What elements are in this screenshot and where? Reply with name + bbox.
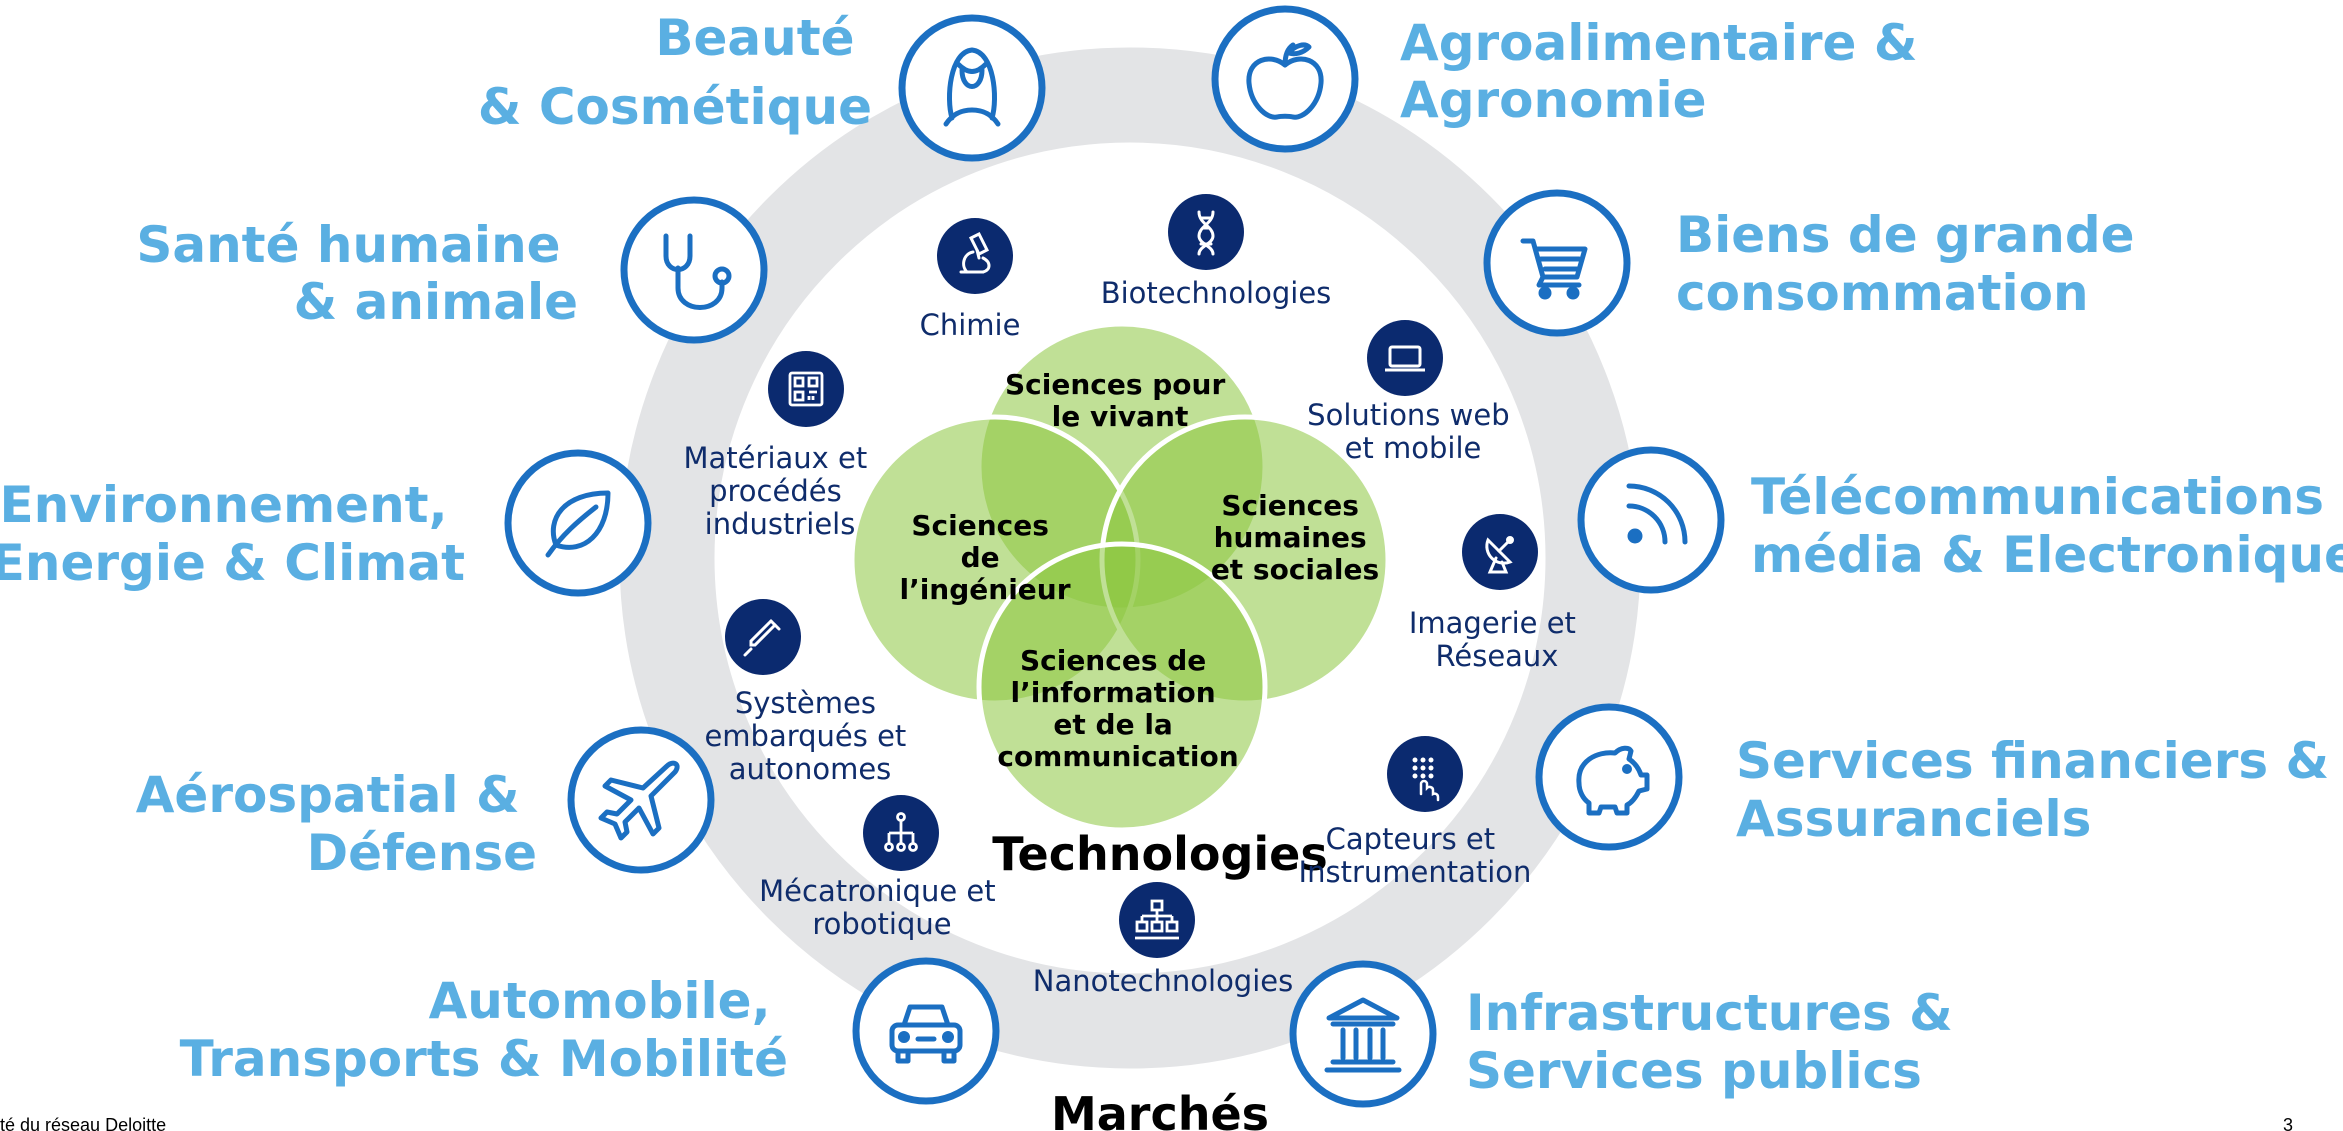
shopping-cart-icon — [1483, 189, 1631, 337]
svg-text:Aérospatial & Défense: Aérospatial & Défense — [136, 766, 537, 882]
footer-left-text: té du réseau Deloitte — [0, 1115, 166, 1131]
venn-label-information: Sciences de l’information et de la commu… — [997, 644, 1238, 773]
svg-text:Chimie: Chimie — [920, 308, 1021, 342]
venn-label-ingenieur: Sciences de l’ingénieur — [899, 509, 1070, 606]
wifi-signal-icon — [1577, 446, 1725, 594]
svg-text:Capteurs et Instrumentat: Capteurs et Instrumentation — [1299, 822, 1532, 889]
marches-title: Marchés — [1051, 1087, 1269, 1131]
page-number: 3 — [2283, 1115, 2293, 1131]
svg-text:Nanotechnologies: Nanotechnologies — [1033, 964, 1293, 998]
car-icon — [852, 957, 1000, 1105]
airplane-icon — [567, 726, 715, 874]
stethoscope-icon — [620, 196, 768, 344]
svg-text:Systèmes embarqués et: Systèmes embarqués et autonomes — [704, 686, 915, 786]
venn-circle-information — [976, 541, 1268, 833]
public-building-icon — [1289, 960, 1437, 1108]
svg-text:Télécommunications média: Télécommunications média & Electronique — [1751, 468, 2343, 584]
woman-icon — [898, 14, 1046, 162]
tech-item-capteurs: Capteurs et Instrumentation — [1299, 736, 1532, 889]
tech-item-biotech: Biotechnologies — [1101, 194, 1332, 310]
svg-text:Imagerie et Réseaux: Imagerie et Réseaux — [1409, 606, 1585, 673]
microscope-icon — [937, 218, 1013, 294]
tech-item-imagerie: Imagerie et Réseaux — [1409, 514, 1585, 673]
market-item-infra: Infrastructures & Services publics — [1289, 960, 1970, 1108]
svg-text:Matériaux et procédés: Matériaux et procédés industriels — [684, 441, 877, 541]
svg-text:Biotechnologies: Biotechnologies — [1101, 276, 1332, 310]
svg-text:Automobile, Transports &: Automobile, Transports & Mobilité — [180, 972, 788, 1088]
market-item-beaute: Beauté & Cosmétique — [478, 9, 1046, 162]
market-item-telecom: Télécommunications média & Electronique — [1577, 446, 2343, 594]
market-item-agro: Agroalimentaire & Agronomie — [1211, 5, 1935, 153]
circuit-tree-icon — [863, 795, 939, 871]
leaf-icon — [504, 449, 652, 597]
satellite-dish-icon — [1462, 514, 1538, 590]
market-item-env: Environnement, Energie & Climat — [0, 449, 652, 597]
svg-text:Mécatronique et robotiqu: Mécatronique et robotique — [759, 874, 1005, 941]
piggy-bank-icon — [1535, 703, 1683, 851]
laptop-icon — [1367, 320, 1443, 396]
technologies-title: Technologies — [992, 827, 1327, 881]
svg-text:Santé humaine & animale: Santé humaine & animale — [136, 216, 578, 331]
svg-text:Services financiers & As: Services financiers & Assuranciels — [1736, 732, 2343, 848]
pipette-icon — [725, 599, 801, 675]
tech-item-systemes: Systèmes embarqués et autonomes — [704, 599, 915, 786]
tech-item-nano: Nanotechnologies — [1033, 882, 1293, 998]
hierarchy-icon — [1119, 882, 1195, 958]
svg-text:Beauté & Cosmétique: Beauté & Cosmétique — [478, 9, 872, 136]
svg-text:Biens de grande consomma: Biens de grande consommation — [1676, 206, 2152, 322]
apple-icon — [1211, 5, 1359, 153]
sensor-grid-icon — [1387, 736, 1463, 812]
tech-item-web: Solutions web et mobile — [1307, 320, 1519, 465]
market-item-finance: Services financiers & Assuranciels — [1535, 703, 2343, 851]
svg-text:Environnement, Energie &: Environnement, Energie & Climat — [0, 476, 465, 592]
venn-label-humaines: Sciences humaines et sociales — [1211, 489, 1379, 586]
tech-item-mecatronique: Mécatronique et robotique — [759, 795, 1005, 941]
venn-diagram: Sciences pour le vivant Sciences de l’in… — [849, 321, 1391, 833]
svg-text:Infrastructures & Servic: Infrastructures & Services publics — [1466, 984, 1970, 1100]
dna-icon — [1168, 194, 1244, 270]
svg-text:Agroalimentaire & Agrono: Agroalimentaire & Agronomie — [1400, 14, 1935, 129]
tech-item-materiaux: Matériaux et procédés industriels — [684, 351, 877, 541]
venn-label-vivant: Sciences pour le vivant — [1005, 368, 1235, 433]
market-item-aero: Aérospatial & Défense — [136, 726, 715, 882]
market-item-sante: Santé humaine & animale — [136, 196, 768, 344]
svg-text:Solutions web et mobile: Solutions web et mobile — [1307, 398, 1519, 465]
market-item-auto: Automobile, Transports & Mobilité — [180, 957, 1000, 1105]
tech-item-chimie: Chimie — [920, 218, 1021, 342]
qr-grid-icon — [768, 351, 844, 427]
market-item-biens: Biens de grande consommation — [1483, 189, 2152, 337]
